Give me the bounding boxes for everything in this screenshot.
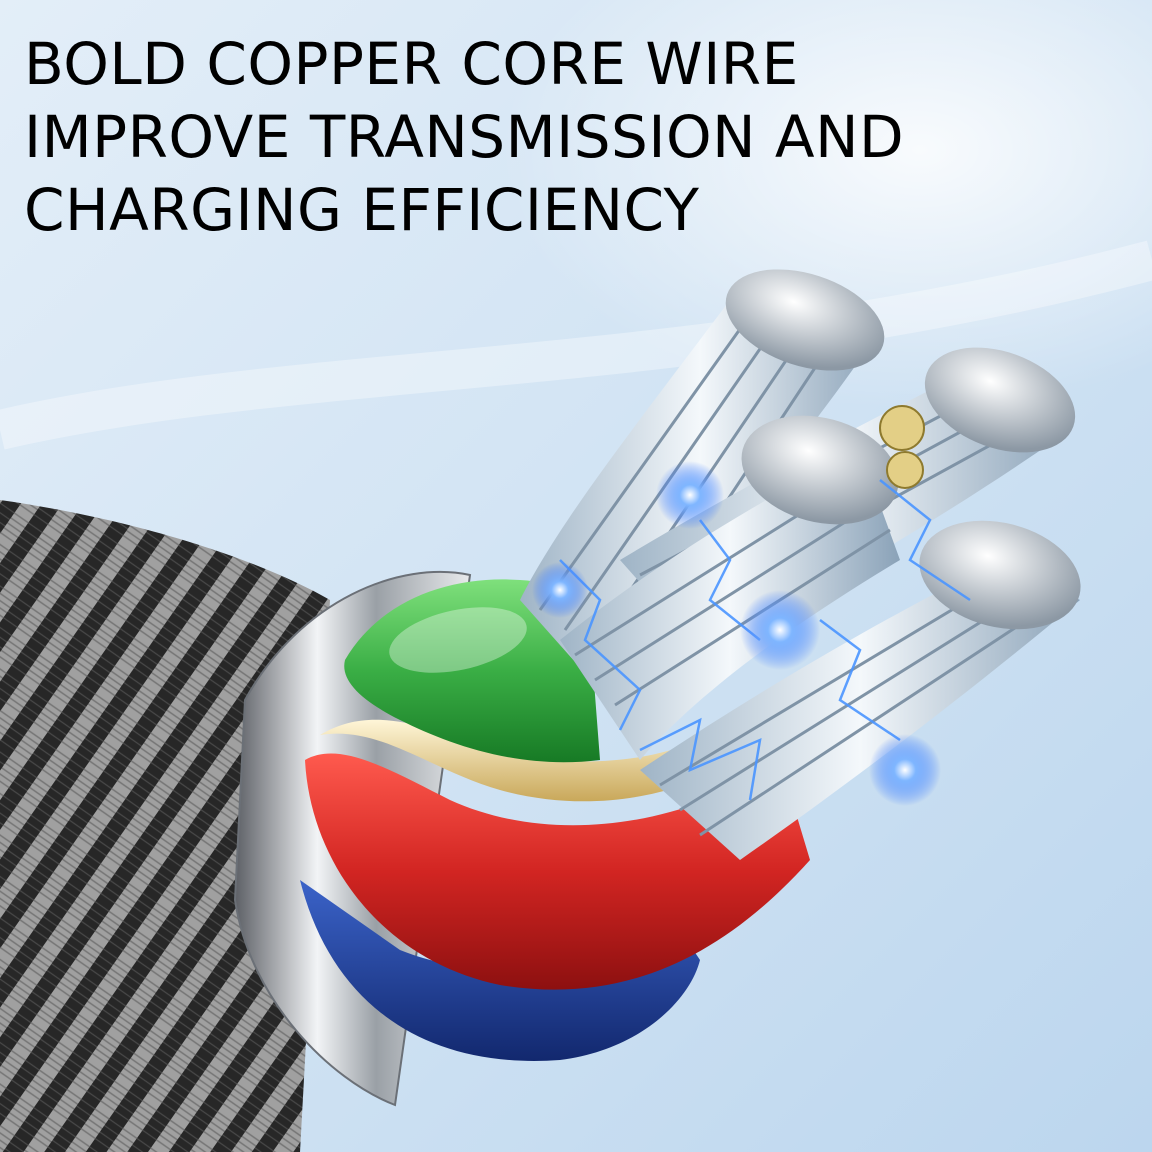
headline-line-2: IMPROVE TRANSMISSION AND xyxy=(24,103,905,171)
headline-line-1: BOLD COPPER CORE WIRE xyxy=(24,30,799,98)
wire-bundle-middle xyxy=(560,415,900,760)
red-insulation xyxy=(305,753,810,990)
gold-insulation xyxy=(320,719,720,802)
background-arc xyxy=(0,240,1152,450)
gold-signal-wires xyxy=(879,405,925,489)
headline: BOLD COPPER CORE WIRE IMPROVE TRANSMISSI… xyxy=(24,28,1124,247)
background-glow xyxy=(500,0,1152,410)
headline-line-3: CHARGING EFFICIENCY xyxy=(24,176,700,244)
wire-bundle-bottom xyxy=(640,520,1081,860)
insulation-layers xyxy=(300,579,810,1061)
braided-jacket xyxy=(0,500,330,1152)
spark-glows xyxy=(532,461,941,806)
green-insulation xyxy=(344,579,600,763)
